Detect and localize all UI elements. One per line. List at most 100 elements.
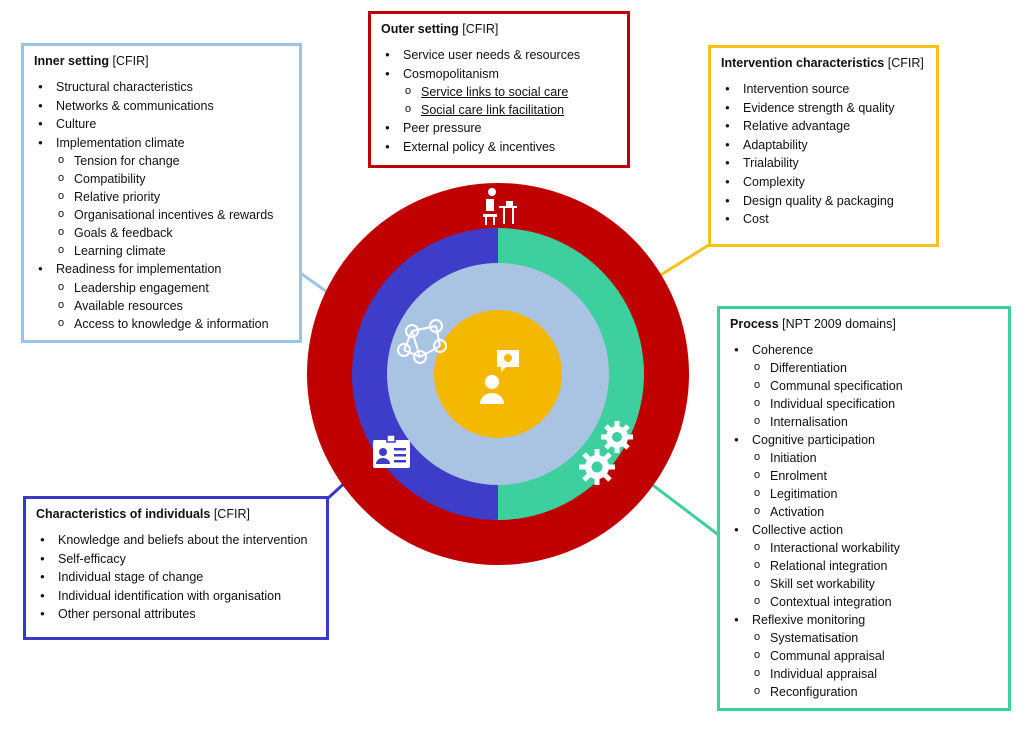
list-item: Implementation climate: [34, 134, 289, 153]
list-item: Individual stage of change: [36, 568, 316, 587]
inner-setting-list: Structural characteristicsNetworks & com…: [34, 78, 289, 333]
sub-item: Individual specification: [730, 394, 998, 413]
list-item: Peer pressure: [381, 119, 617, 138]
item-label: External policy & incentives: [403, 139, 556, 154]
list-item: Cost: [721, 210, 926, 229]
item-label: Collective action: [752, 523, 844, 537]
item-label: Systematisation: [770, 631, 859, 645]
item-label: Intervention source: [743, 82, 850, 96]
item-label: Learning climate: [74, 244, 166, 259]
item-label: Adaptability: [743, 137, 808, 152]
list-item: Adaptability: [721, 136, 926, 155]
list-item: Collective action: [730, 521, 998, 539]
sub-item: Individual appraisal: [730, 664, 998, 683]
item-label: Internalisation: [770, 415, 848, 429]
individuals-title: Characteristics of individuals [CFIR]: [36, 507, 250, 521]
list-item: Knowledge and beliefs about the interven…: [36, 531, 316, 550]
inner-setting-title: Inner setting [CFIR]: [34, 54, 149, 68]
item-label: Cognitive participation: [752, 433, 875, 447]
sub-item: Relational integration: [730, 556, 998, 575]
item-label: Structural characteristics: [56, 80, 193, 94]
list-item: Coherence: [730, 341, 998, 359]
list-item: Service user needs & resources: [381, 46, 617, 65]
sub-item: Goals & feedback: [34, 223, 289, 242]
sub-item: Communal specification: [730, 376, 998, 395]
list-item: Networks & communications: [34, 97, 289, 116]
item-label: Interactional workability: [770, 541, 900, 555]
sub-item: Organisational incentives & rewards: [34, 205, 289, 224]
list-item: Complexity: [721, 173, 926, 192]
item-label: Reconfiguration: [770, 685, 858, 699]
list-item: Culture: [34, 115, 289, 134]
item-label: Individual stage of change: [58, 570, 204, 585]
item-label: Service links to social care: [421, 85, 569, 100]
list-item: Other personal attributes: [36, 605, 316, 624]
item-label: Implementation climate: [56, 135, 185, 150]
sub-item: Interactional workability: [730, 538, 998, 557]
item-label: Relational integration: [770, 559, 888, 573]
item-label: Social care link facilitation: [421, 103, 565, 118]
item-label: Activation: [770, 505, 825, 519]
item-label: Cosmopolitanism: [403, 66, 499, 81]
item-label: Relative advantage: [743, 119, 851, 134]
list-item: Readiness for implementation: [34, 260, 289, 279]
sub-item: Tension for change: [34, 151, 289, 170]
sub-item: Contextual integration: [730, 592, 998, 611]
item-label: Individual identification with organisat…: [58, 588, 282, 603]
individuals-list: Knowledge and beliefs about the interven…: [36, 531, 316, 624]
item-label: Access to knowledge & information: [74, 316, 269, 331]
list-item: Trialability: [721, 154, 926, 173]
item-label: Goals & feedback: [74, 226, 173, 241]
item-label: Skill set workability: [770, 577, 875, 591]
item-label: Knowledge and beliefs about the interven…: [58, 533, 308, 547]
sub-item: Relative priority: [34, 187, 289, 206]
network-people-icon: [397, 319, 447, 364]
sub-item: Internalisation: [730, 412, 998, 431]
list-item: Cognitive participation: [730, 431, 998, 449]
item-label: Coherence: [752, 343, 814, 357]
item-label: Legitimation: [770, 487, 838, 501]
sub-item: Legitimation: [730, 484, 998, 503]
intervention-title: Intervention characteristics [CFIR]: [721, 56, 924, 70]
process-title: Process [NPT 2009 domains]: [730, 317, 896, 331]
list-item: Structural characteristics: [34, 78, 289, 97]
gears-icon: [579, 421, 633, 485]
item-label: Communal specification: [770, 379, 903, 393]
item-label: Relative priority: [74, 190, 161, 205]
list-item: Intervention source: [721, 80, 926, 99]
sub-item: Leadership engagement: [34, 278, 289, 297]
sub-item: Differentiation: [730, 358, 998, 377]
sub-item: Skill set workability: [730, 574, 998, 593]
item-label: Individual specification: [770, 397, 896, 411]
item-label: Culture: [56, 117, 97, 132]
item-label: Peer pressure: [403, 121, 482, 136]
sub-item: Service links to social care: [381, 82, 617, 101]
individuals-box: Characteristics of individuals [CFIR] Kn…: [23, 496, 329, 640]
sub-item: Compatibility: [34, 169, 289, 188]
sub-item: Communal appraisal: [730, 646, 998, 665]
list-item: Individual identification with organisat…: [36, 587, 316, 606]
item-label: Complexity: [743, 174, 805, 189]
inner-setting-box: Inner setting [CFIR] Structural characte…: [21, 43, 302, 343]
item-label: Contextual integration: [770, 595, 892, 609]
person-at-desk-icon: [483, 188, 517, 225]
item-label: Organisational incentives & rewards: [74, 208, 274, 223]
item-label: Readiness for implementation: [56, 262, 222, 277]
list-item: External policy & incentives: [381, 138, 617, 157]
item-label: Leadership engagement: [74, 280, 209, 295]
item-label: Design quality & packaging: [743, 193, 894, 208]
item-label: Reflexive monitoring: [752, 613, 866, 627]
item-label: Trialability: [743, 156, 799, 171]
item-label: Individual appraisal: [770, 667, 878, 681]
item-label: Enrolment: [770, 469, 827, 483]
item-label: Evidence strength & quality: [743, 100, 895, 115]
sub-item: Reconfiguration: [730, 682, 998, 701]
item-label: Differentiation: [770, 361, 847, 375]
sub-item: Access to knowledge & information: [34, 314, 289, 333]
item-label: Communal appraisal: [770, 649, 885, 663]
sub-item: Activation: [730, 502, 998, 521]
outer-setting-box: Outer setting [CFIR] Service user needs …: [368, 11, 630, 168]
sub-item: Enrolment: [730, 466, 998, 485]
outer-setting-title: Outer setting [CFIR]: [381, 22, 499, 36]
